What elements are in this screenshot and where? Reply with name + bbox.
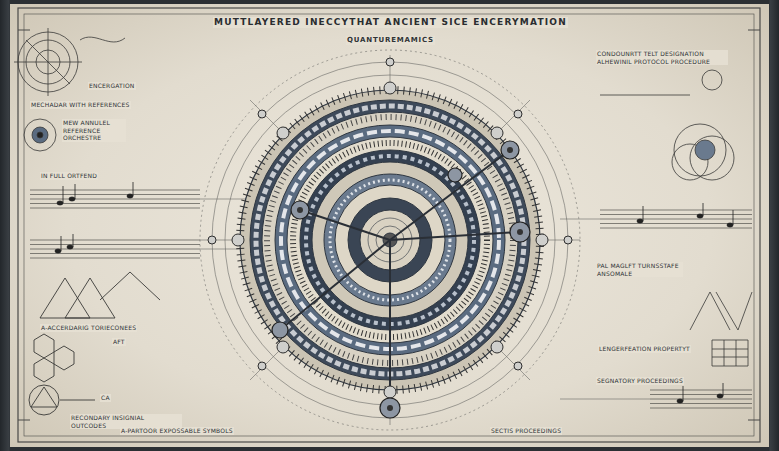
annotation: A-ACCERDARIG TORIECONEES xyxy=(40,324,137,332)
annotation: LENGERFEATION PROPERTYT xyxy=(598,345,691,353)
annotation: PAL MAGLFT TURNSSTAFE ANSOMALE xyxy=(596,262,683,277)
annotation: CA xyxy=(100,394,111,402)
annotation: MEW ANNULEL REFERENCE ORCHESTRE xyxy=(62,119,126,142)
annotation: IN FULL ORTFEND xyxy=(40,172,98,180)
subtitle: QUANTUREMAMICS xyxy=(346,36,435,45)
annotation: A-PARTOOR EXPOSSABLE SYMBOLS xyxy=(120,427,234,435)
annotation: SEGNATORY PROCEEDINGS xyxy=(596,377,684,385)
annotation: CONDOUNRTT TELT DESIGNATION ALHEWINIL PR… xyxy=(596,50,728,65)
annotation: ENCERGATION xyxy=(88,82,136,90)
annotation: AFT xyxy=(112,338,126,346)
diagram-title: MUTTLAYERED INECCYTHAT ANCIENT SICE ENCE… xyxy=(213,17,568,28)
annotation: SECTIS PROCEEDINGS xyxy=(490,427,562,435)
annotation: MECHADAR WITH REFERENCES xyxy=(30,101,131,109)
